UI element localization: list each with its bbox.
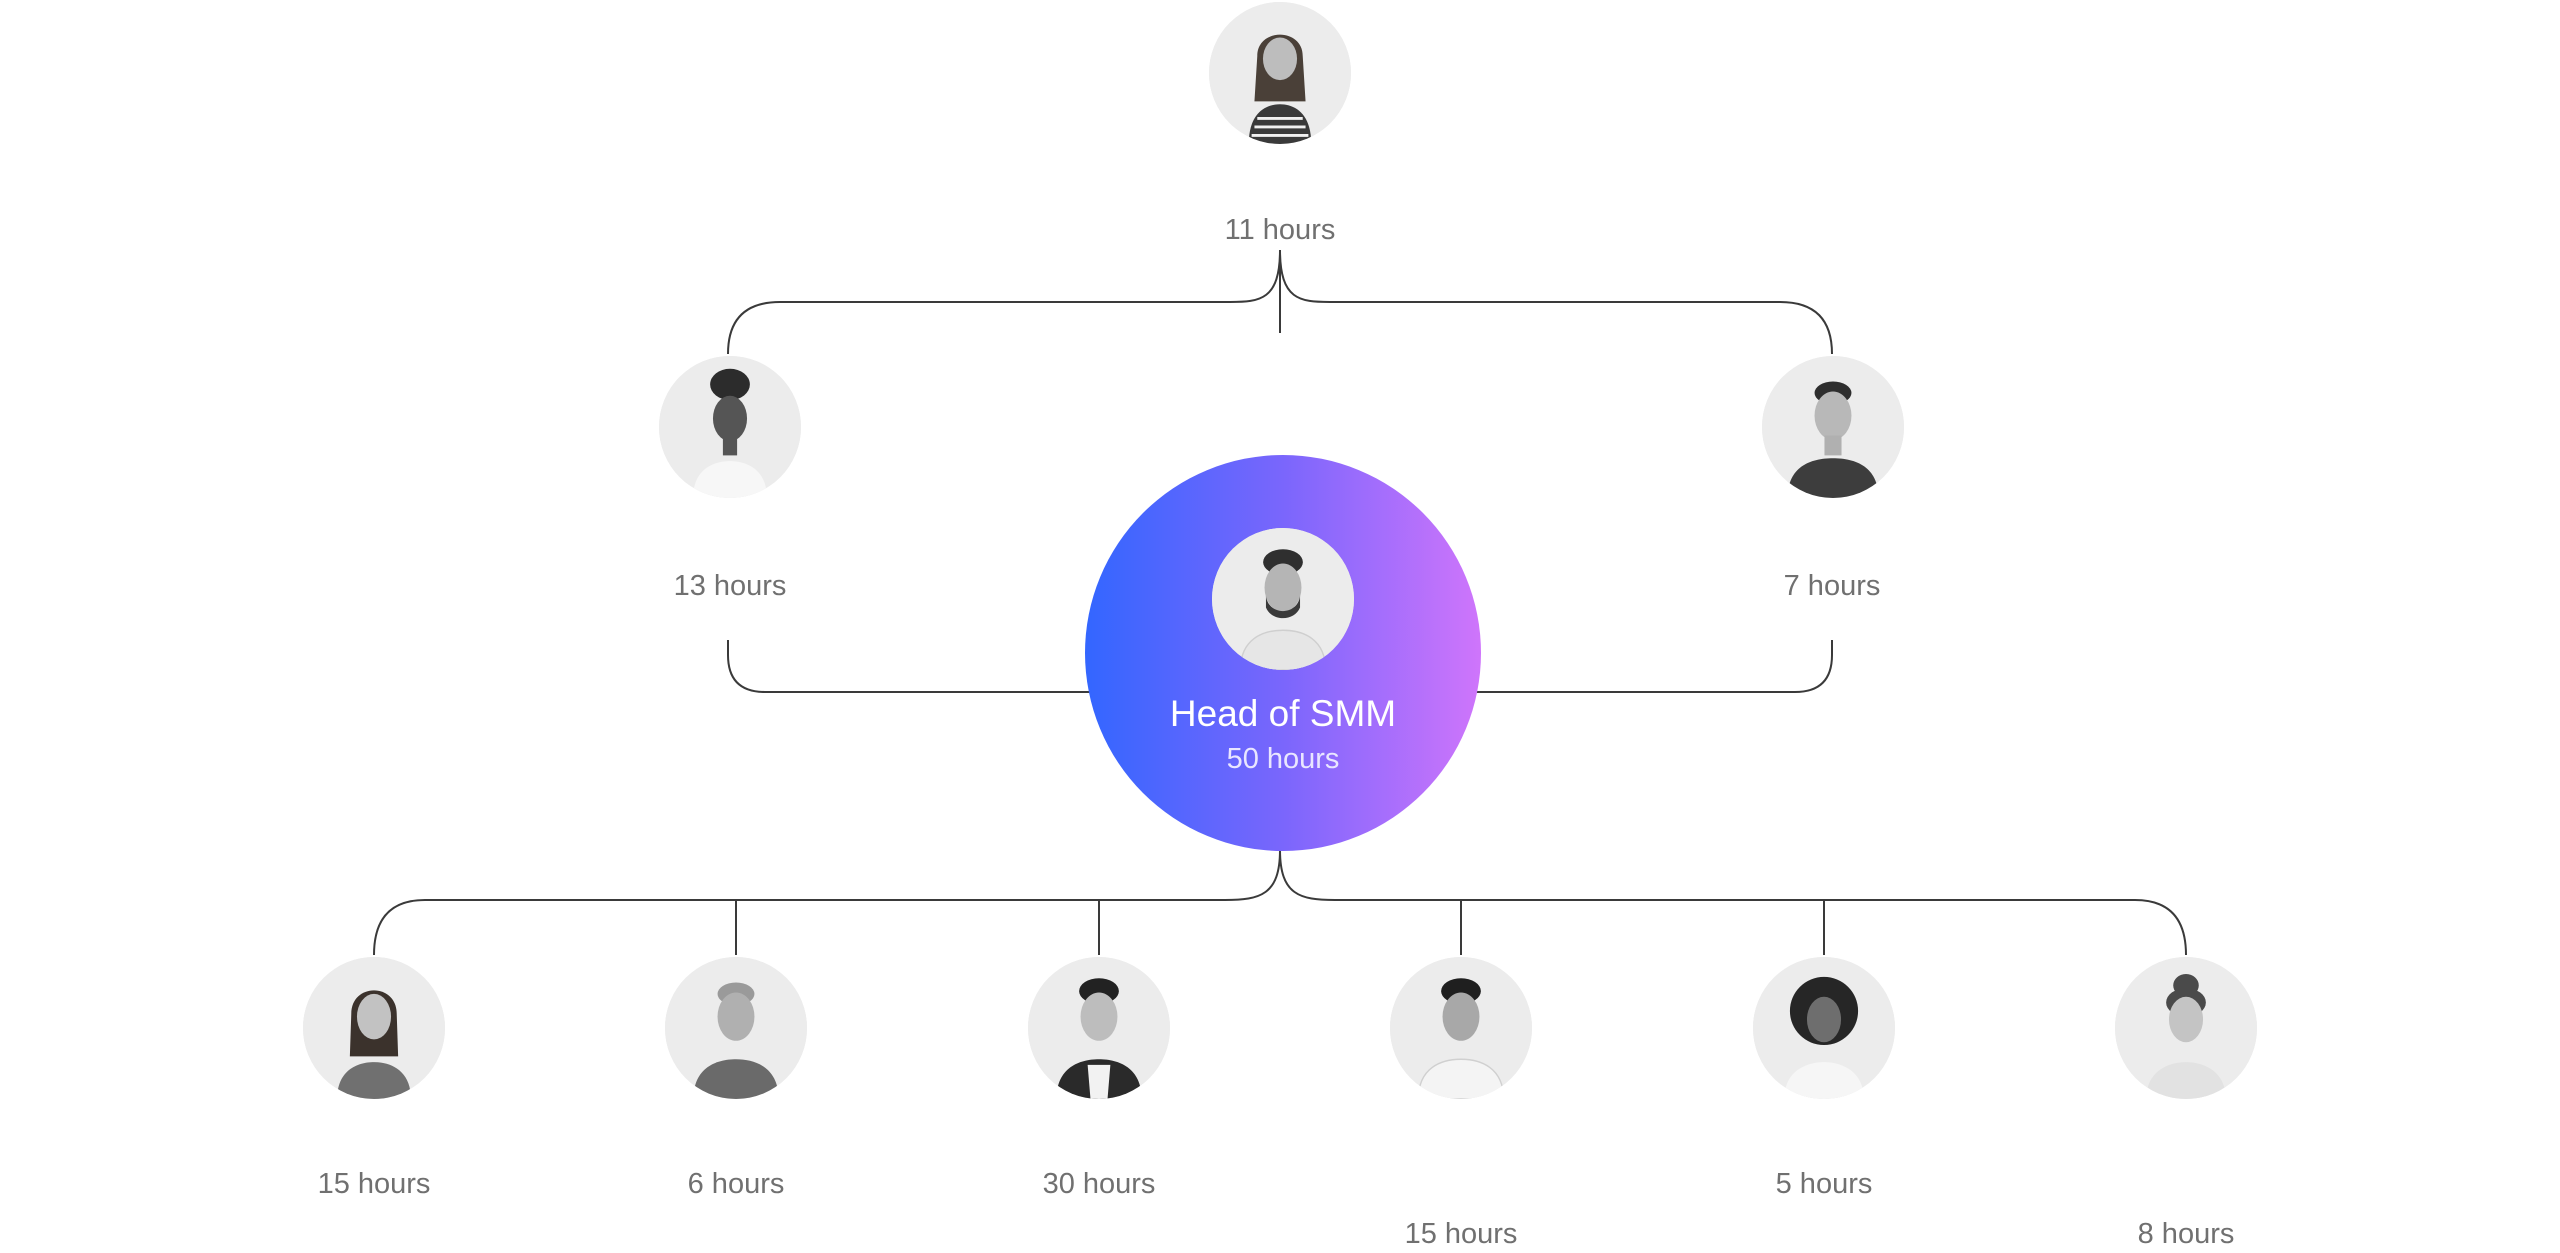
hours-top-manager: 11 hours: [1224, 214, 1336, 246]
connector-top-right: [1279, 249, 1833, 355]
avatar-bottom-3[interactable]: [1028, 957, 1170, 1099]
portrait-icon: [303, 957, 445, 1099]
avatar-bottom-6[interactable]: [2115, 957, 2257, 1099]
hours-middle-left: 13 hours: [673, 570, 787, 602]
portrait-icon: [1028, 957, 1170, 1099]
connector-bottom-left: [373, 849, 1281, 956]
portrait-icon: [1209, 2, 1351, 144]
hours-middle-right: 7 hours: [1783, 570, 1881, 602]
hours-bottom-1: 15 hours: [317, 1168, 431, 1200]
connector-right-mid: [1475, 640, 1833, 693]
connector-bottom-right: [1279, 849, 2187, 956]
head-of-smm-hours: 50 hours: [1226, 743, 1340, 775]
portrait-icon: [2115, 957, 2257, 1099]
avatar-top-manager[interactable]: [1209, 2, 1351, 144]
connector-top-left: [727, 249, 1281, 355]
hours-bottom-4: 15 hours: [1404, 1218, 1518, 1250]
avatar-bottom-1[interactable]: [303, 957, 445, 1099]
avatar-bottom-2[interactable]: [665, 957, 807, 1099]
avatar-bottom-4[interactable]: [1390, 957, 1532, 1099]
portrait-icon: [1212, 528, 1354, 670]
portrait-icon: [659, 356, 801, 498]
hours-bottom-3: 30 hours: [1042, 1168, 1156, 1200]
portrait-icon: [1390, 957, 1532, 1099]
portrait-icon: [665, 957, 807, 1099]
hours-bottom-6: 8 hours: [2137, 1218, 2235, 1250]
portrait-icon: [1762, 356, 1904, 498]
hours-bottom-2: 6 hours: [687, 1168, 785, 1200]
avatar-middle-right[interactable]: [1762, 356, 1904, 498]
hours-bottom-5: 5 hours: [1775, 1168, 1873, 1200]
connector-left-mid: [727, 640, 1091, 693]
portrait-icon: [1753, 957, 1895, 1099]
avatar-middle-left[interactable]: [659, 356, 801, 498]
avatar-bottom-5[interactable]: [1753, 957, 1895, 1099]
avatar-head-of-smm[interactable]: [1212, 528, 1354, 670]
head-of-smm-title: Head of SMM: [1169, 693, 1397, 734]
